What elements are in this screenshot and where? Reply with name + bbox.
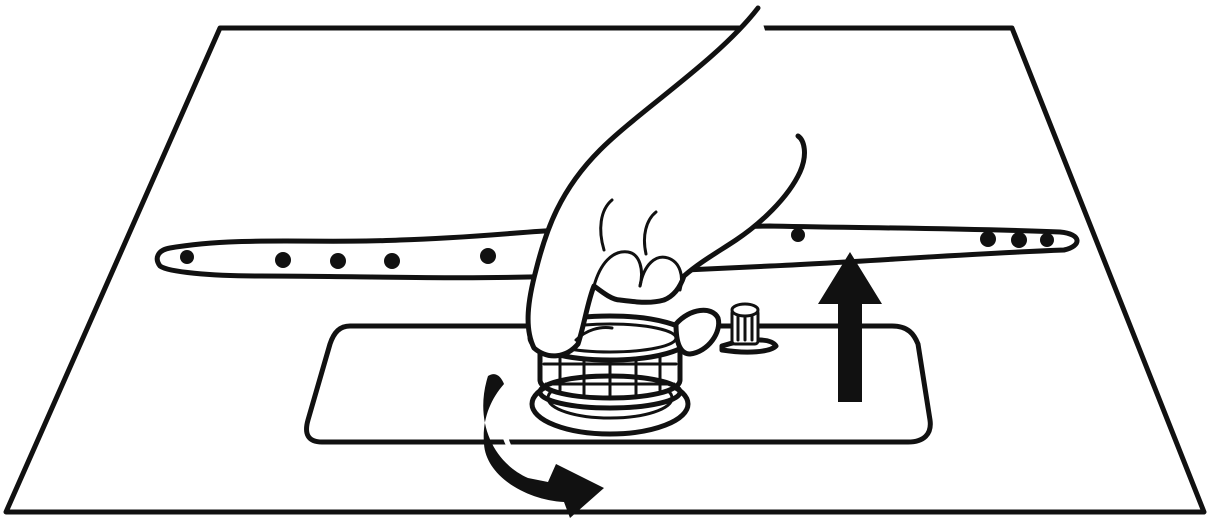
spray-hole <box>275 252 291 268</box>
spray-hole <box>1011 232 1027 248</box>
spray-hole <box>384 253 400 269</box>
spray-hole <box>791 228 805 242</box>
spray-hole <box>980 231 996 247</box>
spray-hole <box>180 250 194 264</box>
spray-hole <box>480 248 496 264</box>
spray-hole <box>1040 233 1054 247</box>
spray-hole <box>330 253 346 269</box>
